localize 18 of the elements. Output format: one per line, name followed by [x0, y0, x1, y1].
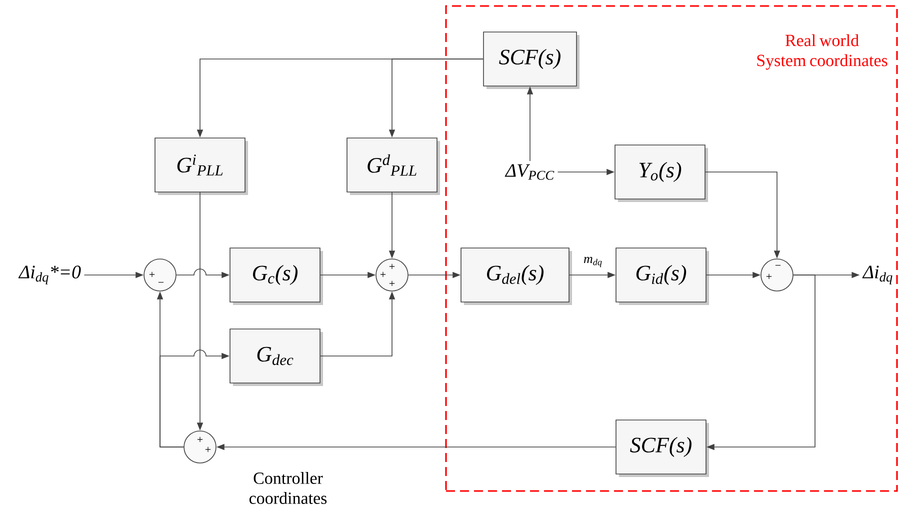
- summing-junction: − +: [760, 258, 794, 292]
- block-box: G$_{del}$(s): [460, 248, 572, 305]
- block-box: G$^{d}$PLL: [346, 138, 440, 195]
- edge-label: m$_{dq}$: [582, 256, 604, 268]
- block-box: G$^{i}$PLL: [154, 138, 248, 195]
- summing-junction: + + +: [376, 258, 408, 292]
- summing-junction: + +: [184, 430, 216, 464]
- signal-label: ΔV$_{PCC}$: [504, 164, 554, 180]
- block-box: G$_{dec}$: [230, 328, 323, 386]
- block-box: SCF(s): [483, 32, 580, 89]
- signal-label: Δi$_{dq}$: [862, 266, 892, 284]
- block-box: G$_{id}$(s): [616, 248, 709, 305]
- summing-junction: + −: [144, 258, 176, 292]
- block-box: G$_{c}$(s): [230, 248, 323, 305]
- signal-label: Δi$_{dq}$*=0: [18, 266, 81, 284]
- block-box: Y$_{o}$(s): [614, 144, 708, 202]
- region-caption: Controller coordinates: [249, 472, 327, 504]
- block-box: SCF(s): [616, 420, 709, 477]
